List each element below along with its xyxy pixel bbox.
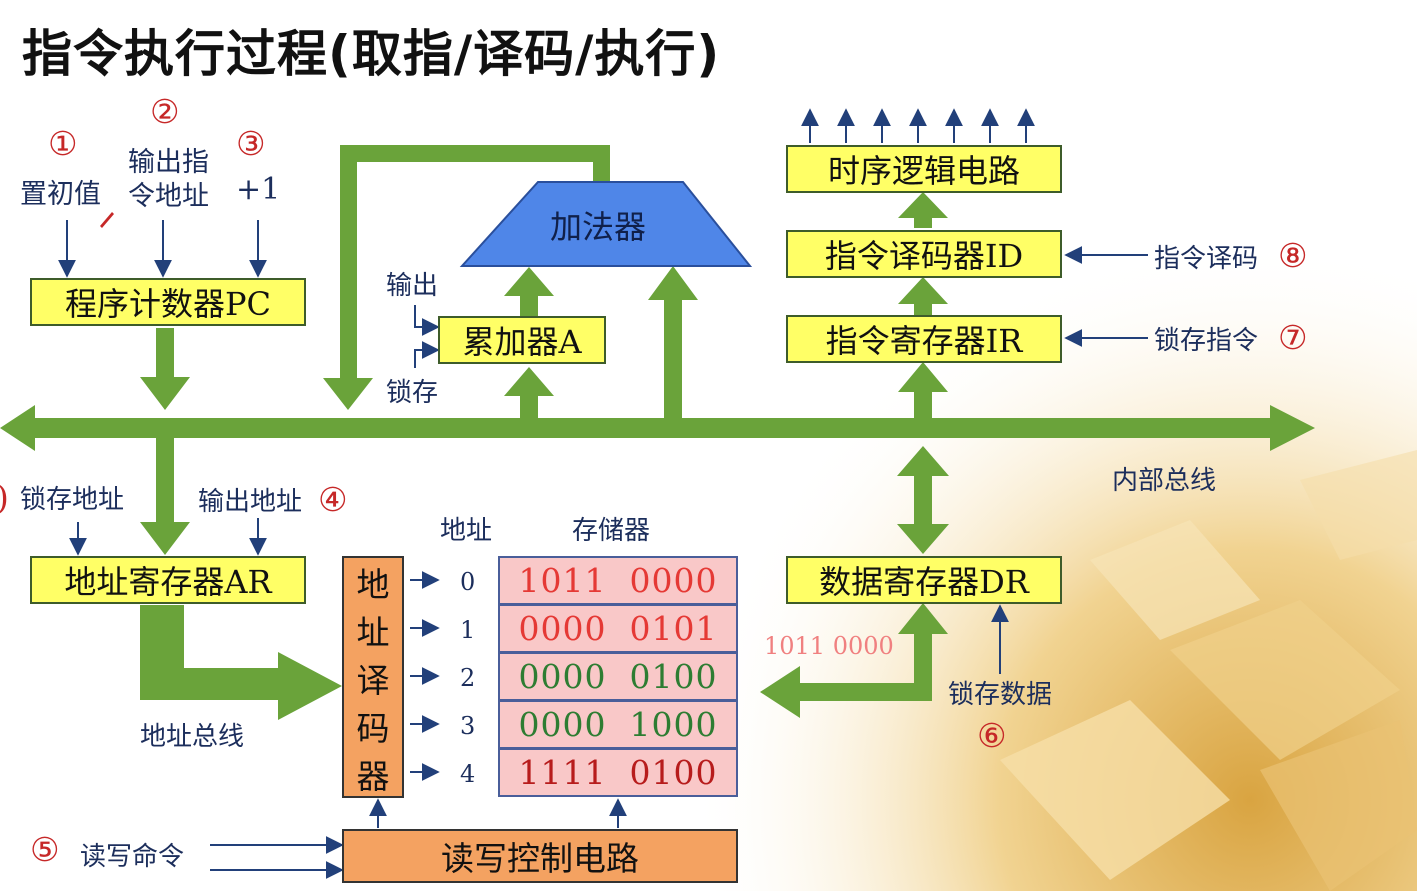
instruction-register-box: 指令寄存器IR <box>786 315 1062 363</box>
read-write-control-box: 读写控制电路 <box>342 829 738 883</box>
plus-one-label: +1 <box>236 172 281 207</box>
step-5-marker: ⑤ <box>30 830 60 869</box>
address-decoder-box: 地 址 译 码 器 <box>342 556 404 798</box>
bus-to-acc-arrow <box>504 367 554 418</box>
address-decoder-char: 器 <box>356 757 390 796</box>
pen-cursor-icon <box>100 212 114 228</box>
latch-instruction-label: 锁存指令 <box>1154 326 1259 356</box>
memory-address: 0 <box>460 568 476 596</box>
step-2-marker: ② <box>150 92 180 131</box>
memory-cell: 1111 0100 <box>498 748 738 797</box>
internal-bus-label: 内部总线 <box>1112 466 1217 496</box>
bus-to-adder-arrow <box>648 266 698 418</box>
latch-address-label: 锁存地址 <box>20 485 125 515</box>
id-to-timing-arrow <box>898 192 948 228</box>
address-bus-arrow <box>140 605 342 720</box>
output-instr-addr-label-2: 令地址 <box>128 181 209 212</box>
timing-logic-box: 时序逻辑电路 <box>786 145 1062 193</box>
address-header: 地址 <box>440 516 493 546</box>
bus-arrows <box>0 145 1315 720</box>
set-initial-label: 置初值 <box>20 179 101 210</box>
instruction-decoder-box: 指令译码器ID <box>786 230 1062 278</box>
page-title: 指令执行过程(取指/译码/执行) <box>22 25 721 83</box>
latch-data-label: 锁存数据 <box>948 680 1053 710</box>
address-decoder-char: 地 <box>356 565 390 604</box>
memory-address: 2 <box>460 664 476 692</box>
memory-header: 存储器 <box>572 516 651 546</box>
address-decoder-char: 址 <box>356 613 390 652</box>
address-decoder-char: 译 <box>356 661 390 700</box>
step-partial-marker: ) <box>0 478 9 517</box>
output-address-label: 输出地址 <box>198 487 303 517</box>
latch-label: 锁存 <box>386 378 439 408</box>
memory-address: 4 <box>460 760 476 788</box>
output-instr-addr-label-1: 输出指 <box>128 147 209 178</box>
program-counter-box: 程序计数器PC <box>30 278 306 326</box>
step-8-marker: ⑧ <box>1278 236 1308 275</box>
read-write-command-label: 读写命令 <box>80 842 185 872</box>
internal-bus <box>0 405 1315 451</box>
data-value-label: 1011 0000 <box>764 632 894 660</box>
step-7-marker: ⑦ <box>1278 318 1308 357</box>
memory-cell: 0000 0100 <box>498 652 738 701</box>
address-register-box: 地址寄存器AR <box>30 556 306 604</box>
memory-dr-arrow <box>760 603 948 718</box>
data-register-box: 数据寄存器DR <box>786 556 1062 604</box>
accumulator-box: 累加器A <box>438 316 606 364</box>
adder-shape <box>459 181 753 267</box>
output-label: 输出 <box>386 271 439 301</box>
memory-cell: 1011 0000 <box>498 556 738 605</box>
memory-address: 3 <box>460 712 476 740</box>
bus-to-ar-arrow <box>140 438 190 555</box>
step-4-marker: ④ <box>318 480 348 519</box>
step-3-marker: ③ <box>236 124 266 163</box>
acc-to-adder-arrow <box>504 267 554 316</box>
pc-to-bus-arrow <box>140 328 190 410</box>
adder-label: 加法器 <box>550 208 647 246</box>
ir-to-id-arrow <box>898 277 948 315</box>
bus-to-ir-arrow <box>898 362 948 418</box>
instruction-decode-label: 指令译码 <box>1154 244 1259 274</box>
memory-cell: 0000 1000 <box>498 700 738 749</box>
adder-feedback-arrow <box>323 145 610 410</box>
address-bus-label: 地址总线 <box>140 722 245 752</box>
memory-cell: 0000 0101 <box>498 604 738 653</box>
bus-dr-arrow <box>897 446 949 554</box>
address-decoder-char: 码 <box>356 709 390 748</box>
memory-address: 1 <box>460 616 476 644</box>
step-6-marker: ⑥ <box>977 716 1007 755</box>
control-arrows <box>58 108 1148 879</box>
step-1-marker: ① <box>48 124 78 163</box>
